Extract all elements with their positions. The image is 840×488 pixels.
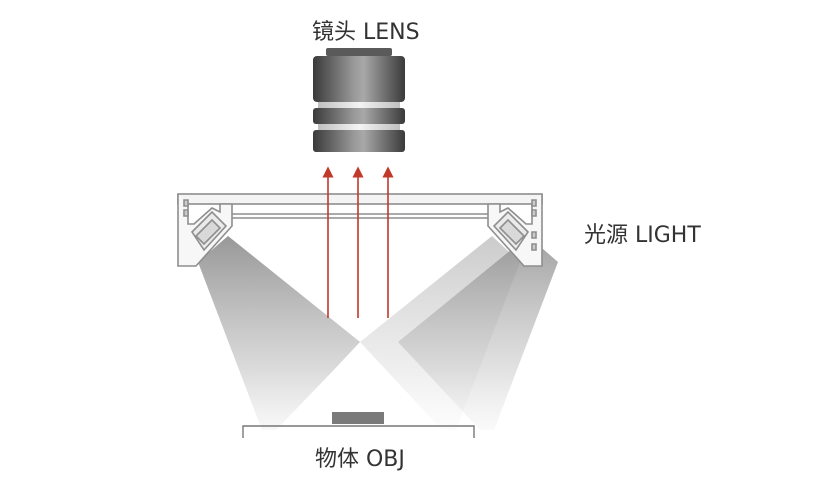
object-icon xyxy=(242,412,475,438)
light-beam-icon xyxy=(198,236,558,450)
object-label: 物体 OBJ xyxy=(315,447,405,472)
camera-lens-icon xyxy=(313,48,405,152)
upward-arrow-icon xyxy=(322,166,394,318)
lens-label: 镜头 LENS xyxy=(312,20,420,45)
ring-light-icon xyxy=(177,193,543,267)
light-label: 光源 LIGHT xyxy=(584,223,701,248)
